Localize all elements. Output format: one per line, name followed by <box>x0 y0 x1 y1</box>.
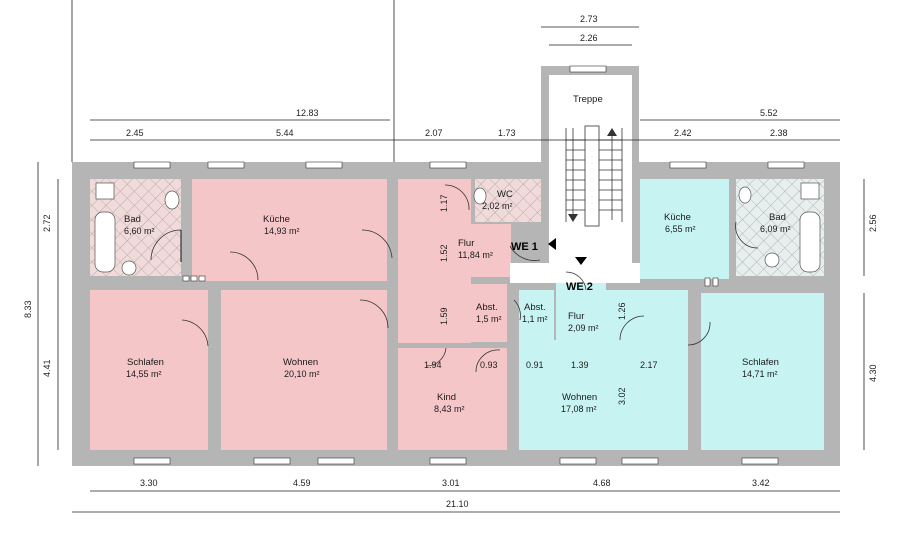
dim-kind-a: 1.94 <box>424 360 442 370</box>
room-kueche-we1 <box>192 179 387 281</box>
dim-top-total-right: 5.52 <box>760 108 778 118</box>
dim-top-seg-2: 5.44 <box>276 128 294 138</box>
area-kueche-we2: 6,55 m² <box>665 224 696 234</box>
dim-flur1-c: 1.59 <box>439 307 449 325</box>
dim-right-upper: 2.56 <box>868 214 878 232</box>
area-kind: 8,43 m² <box>434 404 465 414</box>
bath-fixtures <box>94 182 821 276</box>
area-schlafen-we1: 14,55 m² <box>126 369 162 379</box>
room-kind <box>398 348 507 450</box>
dim-bottom-seg-4: 4.68 <box>593 478 611 488</box>
label-treppe: Treppe <box>573 94 603 105</box>
dimension-lines <box>37 0 865 513</box>
dim-top-seg-4: 1.73 <box>498 128 516 138</box>
label-abst-we1: Abst. <box>476 302 498 313</box>
dim-right-lower: 4.30 <box>868 364 878 382</box>
dim-stair-inner: 2.26 <box>580 33 598 43</box>
unit-markers: WE 1 WE 2 <box>511 238 593 293</box>
stair-hall <box>510 75 640 283</box>
unit-label-we2: WE 2 <box>566 281 593 293</box>
area-flur-we2: 2,09 m² <box>568 323 599 333</box>
area-kueche-we1: 14,93 m² <box>264 226 300 236</box>
dim-top-seg-3: 2.07 <box>425 128 443 138</box>
windows <box>133 65 805 465</box>
dim-wohnen2-b: 1.39 <box>571 360 589 370</box>
label-wohnen-we1: Wohnen <box>283 357 318 368</box>
room-flur-we1 <box>398 179 471 343</box>
label-flur-we1: Flur <box>458 238 474 249</box>
dim-left-upper: 2.72 <box>42 214 52 232</box>
room-schlafen-we1 <box>90 290 208 450</box>
area-abst-we1: 1,5 m² <box>476 314 502 324</box>
dim-bottom-seg-5: 3.42 <box>752 478 770 488</box>
dim-bottom-seg-2: 4.59 <box>293 478 311 488</box>
label-bad-we1: Bad <box>124 214 141 225</box>
dim-bottom-seg-1: 3.30 <box>140 478 158 488</box>
room-flur-we1-b <box>471 224 511 277</box>
dim-flur2-h: 1.26 <box>617 302 627 320</box>
room-wohnen-we1 <box>221 290 387 450</box>
label-kueche-we1: Küche <box>263 214 290 225</box>
dim-top-total-left: 12.83 <box>296 108 319 118</box>
label-kind: Kind <box>437 392 456 403</box>
room-flur-we2 <box>556 283 606 340</box>
area-abst-we2: 1,1 m² <box>522 314 548 324</box>
dimension-labels: 12.83 5.52 2.73 2.26 2.45 5.44 2.07 1.73… <box>23 14 878 509</box>
room-wohnen-we2 <box>519 340 688 450</box>
dim-top-seg-5: 2.42 <box>674 128 692 138</box>
dim-bottom-seg-3: 3.01 <box>442 478 460 488</box>
area-flur-we1: 11,84 m² <box>458 250 493 260</box>
area-wohnen-we1: 20,10 m² <box>284 369 320 379</box>
entrance-arrow-we1-icon <box>548 238 556 250</box>
area-bad-we2: 6,09 m² <box>760 224 791 234</box>
dim-wohnen2-a: 0.91 <box>526 360 544 370</box>
entrance-arrow-we2-icon <box>575 257 587 265</box>
dim-flur1-a: 1.17 <box>439 194 449 212</box>
dim-left-total: 8.33 <box>23 300 33 318</box>
unit-label-we1: WE 1 <box>511 241 538 253</box>
label-abst-we2: Abst. <box>524 302 546 313</box>
room-wohnen-we2-b <box>606 290 688 342</box>
room-schlafen-we2 <box>701 293 824 450</box>
label-bad-we2: Bad <box>769 212 786 223</box>
dim-stair-outer: 2.73 <box>580 14 598 24</box>
unit-we1-rooms <box>90 179 541 450</box>
dim-wohnen2-c: 2.17 <box>640 360 658 370</box>
label-schlafen-we1: Schlafen <box>127 357 164 368</box>
area-wohnen-we2: 17,08 m² <box>561 404 597 414</box>
room-abst-we1 <box>471 284 507 342</box>
stair-arrow-up-icon <box>607 128 617 136</box>
area-bad-we1: 6,60 m² <box>124 226 155 236</box>
dim-kind-b: 0.93 <box>480 360 498 370</box>
room-wc <box>475 179 541 222</box>
room-kueche-we2 <box>640 179 729 279</box>
doors <box>150 184 759 373</box>
dim-bottom-total: 21.10 <box>446 499 469 509</box>
stair-treads <box>565 125 623 227</box>
dim-top-seg-1: 2.45 <box>126 128 144 138</box>
dim-top-seg-6: 2.38 <box>770 128 788 138</box>
label-wc: WC <box>497 189 513 200</box>
stair-arrow-down-icon <box>568 214 578 222</box>
dim-wohnen2-d: 3.02 <box>617 387 627 405</box>
label-schlafen-we2: Schlafen <box>742 357 779 368</box>
dim-flur1-b: 1.52 <box>439 244 449 262</box>
label-flur-we2: Flur <box>568 311 584 322</box>
dim-left-lower: 4.41 <box>42 359 52 377</box>
room-abst-we2 <box>519 290 554 340</box>
area-schlafen-we2: 14,71 m² <box>742 369 778 379</box>
area-wc: 2,02 m² <box>482 201 513 211</box>
label-wohnen-we2: Wohnen <box>562 392 597 403</box>
label-kueche-we2: Küche <box>664 212 691 223</box>
room-labels: Bad 6,60 m² Küche 14,93 m² WC 2,02 m² Fl… <box>124 94 791 414</box>
